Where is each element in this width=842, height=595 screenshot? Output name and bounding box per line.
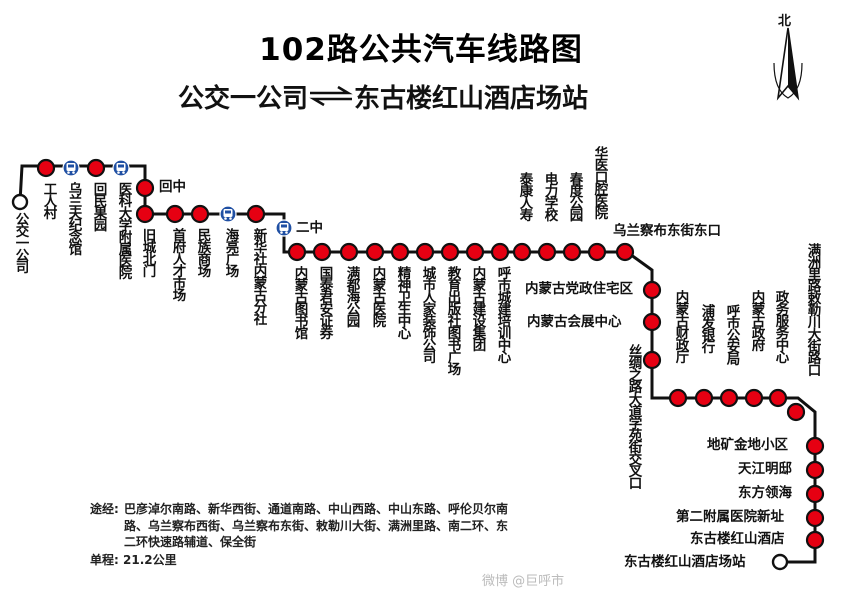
stop-label: 内蒙古会展中心 (527, 314, 622, 330)
destination-title: 东古楼红山酒店场站 (354, 84, 589, 114)
stop-label: 华医口腔医院 (591, 146, 608, 218)
stop-label: 内蒙古财政厅 (672, 290, 689, 362)
stop-marker (805, 484, 825, 504)
stop-label: 城市人家装饰公司 (419, 266, 436, 362)
stop-label: 政务服务中心 (772, 290, 789, 362)
map-title: 102路公共汽车线路图 (259, 32, 583, 68)
terminal-marker (11, 193, 29, 211)
stop-label: 国泰君安证券 (316, 266, 333, 338)
stop-label: 公交一公司 (12, 212, 29, 272)
via-streets: 巴彦淖尔南路、新华西街、通道南路、中山西路、中山东路、呼伦贝尔南路、乌兰察布西街… (124, 502, 509, 549)
stop-marker (786, 402, 806, 422)
bus-stop-icon (275, 219, 293, 237)
stop-marker (390, 242, 410, 262)
stop-markers (11, 158, 825, 571)
stop-marker (36, 158, 56, 178)
stop-marker (805, 508, 825, 528)
stop-label: 第二附属医院新址 (676, 509, 784, 525)
stop-label: 内蒙古图书馆 (291, 266, 308, 338)
stop-marker (365, 242, 385, 262)
stop-label: 春度公园 (566, 172, 583, 220)
bus-stop-icon (62, 159, 80, 177)
stop-label: 内蒙古政府 (748, 290, 765, 350)
stop-label: 东古楼红山酒店 (690, 531, 785, 547)
stop-marker (246, 204, 266, 224)
stop-marker (805, 460, 825, 480)
stop-marker (768, 388, 788, 408)
stop-label: 教育出版社图书广场 (444, 266, 461, 374)
stop-marker (135, 204, 155, 224)
stop-marker (86, 158, 106, 178)
stop-marker (694, 388, 714, 408)
terminal-marker (771, 553, 789, 571)
bidirectional-arrows-icon (309, 85, 353, 107)
stop-marker (537, 242, 557, 262)
stop-marker (719, 388, 739, 408)
bus-stop-icon (112, 159, 130, 177)
stop-label: 内蒙古党政住宅区 (525, 281, 633, 297)
distance-section: 单程: 21.2公里 (90, 551, 177, 568)
stop-label: 乌兰夫纪念馆 (65, 182, 82, 254)
stop-label: 首府人才市场 (169, 228, 186, 300)
via-key: 途经: (90, 502, 119, 516)
stop-label: 二中 (296, 220, 323, 236)
stop-label: 浦发银行 (698, 304, 715, 352)
stop-marker (805, 436, 825, 456)
stop-label: 民族商场 (194, 228, 211, 276)
stop-label: 医科大学附属医院 (115, 182, 132, 278)
stop-label: 工人村 (40, 182, 57, 218)
stop-marker (562, 242, 582, 262)
compass-north-label: 北 (778, 14, 792, 29)
stop-label: 回中 (159, 179, 186, 195)
distance-value: 21.2公里 (123, 553, 177, 567)
stop-label: 泰康人寿 (516, 172, 533, 220)
origin-title: 公交一公司 (177, 84, 308, 114)
stop-label: 满都海公园 (343, 266, 360, 326)
stop-marker (642, 280, 662, 300)
stop-label: 满洲里路敕勒川大街路口 (804, 243, 821, 375)
bus-stop-icon (219, 205, 237, 223)
watermark: 微博 @巨呼市 (482, 574, 565, 589)
stop-marker (587, 242, 607, 262)
stop-marker (190, 204, 210, 224)
stop-marker (744, 388, 764, 408)
stop-marker (465, 242, 485, 262)
stop-label: 乌兰察布东街东口 (613, 223, 721, 239)
stop-label: 海亮广场 (222, 228, 239, 276)
north-arrow-icon (773, 27, 803, 101)
stop-marker (805, 530, 825, 550)
stop-label: 地矿金地小区 (707, 437, 788, 453)
stop-label: 呼市公安局 (723, 304, 740, 364)
stop-marker (312, 242, 332, 262)
stop-label: 内蒙古建设集团 (469, 266, 486, 350)
stop-marker (668, 388, 688, 408)
stop-label: 东古楼红山酒店场站 (624, 554, 746, 570)
stop-marker (512, 242, 532, 262)
stop-label: 天江明邸 (738, 461, 792, 477)
stop-label: 精神卫生中心 (394, 266, 411, 338)
stop-label: 丝绸之路大道学苑街交叉口 (625, 344, 642, 488)
stop-marker (135, 178, 155, 198)
stop-marker (339, 242, 359, 262)
stop-marker (440, 242, 460, 262)
stop-label: 新华社内蒙古分社 (250, 228, 267, 324)
stop-marker (287, 242, 307, 262)
stop-label: 回民果园 (90, 182, 107, 230)
stop-label: 电力学校 (541, 172, 558, 220)
stop-marker (165, 204, 185, 224)
distance-key: 单程: (90, 553, 119, 567)
stop-label: 呼市城建培训中心 (494, 266, 511, 362)
stop-marker (415, 242, 435, 262)
stop-marker (642, 350, 662, 370)
stop-marker (615, 242, 635, 262)
stop-marker (490, 242, 510, 262)
stop-marker (642, 312, 662, 332)
stop-label: 旧城北门 (139, 228, 156, 276)
stop-label: 内蒙古医院 (369, 266, 386, 326)
stop-label: 东方领海 (738, 485, 792, 501)
